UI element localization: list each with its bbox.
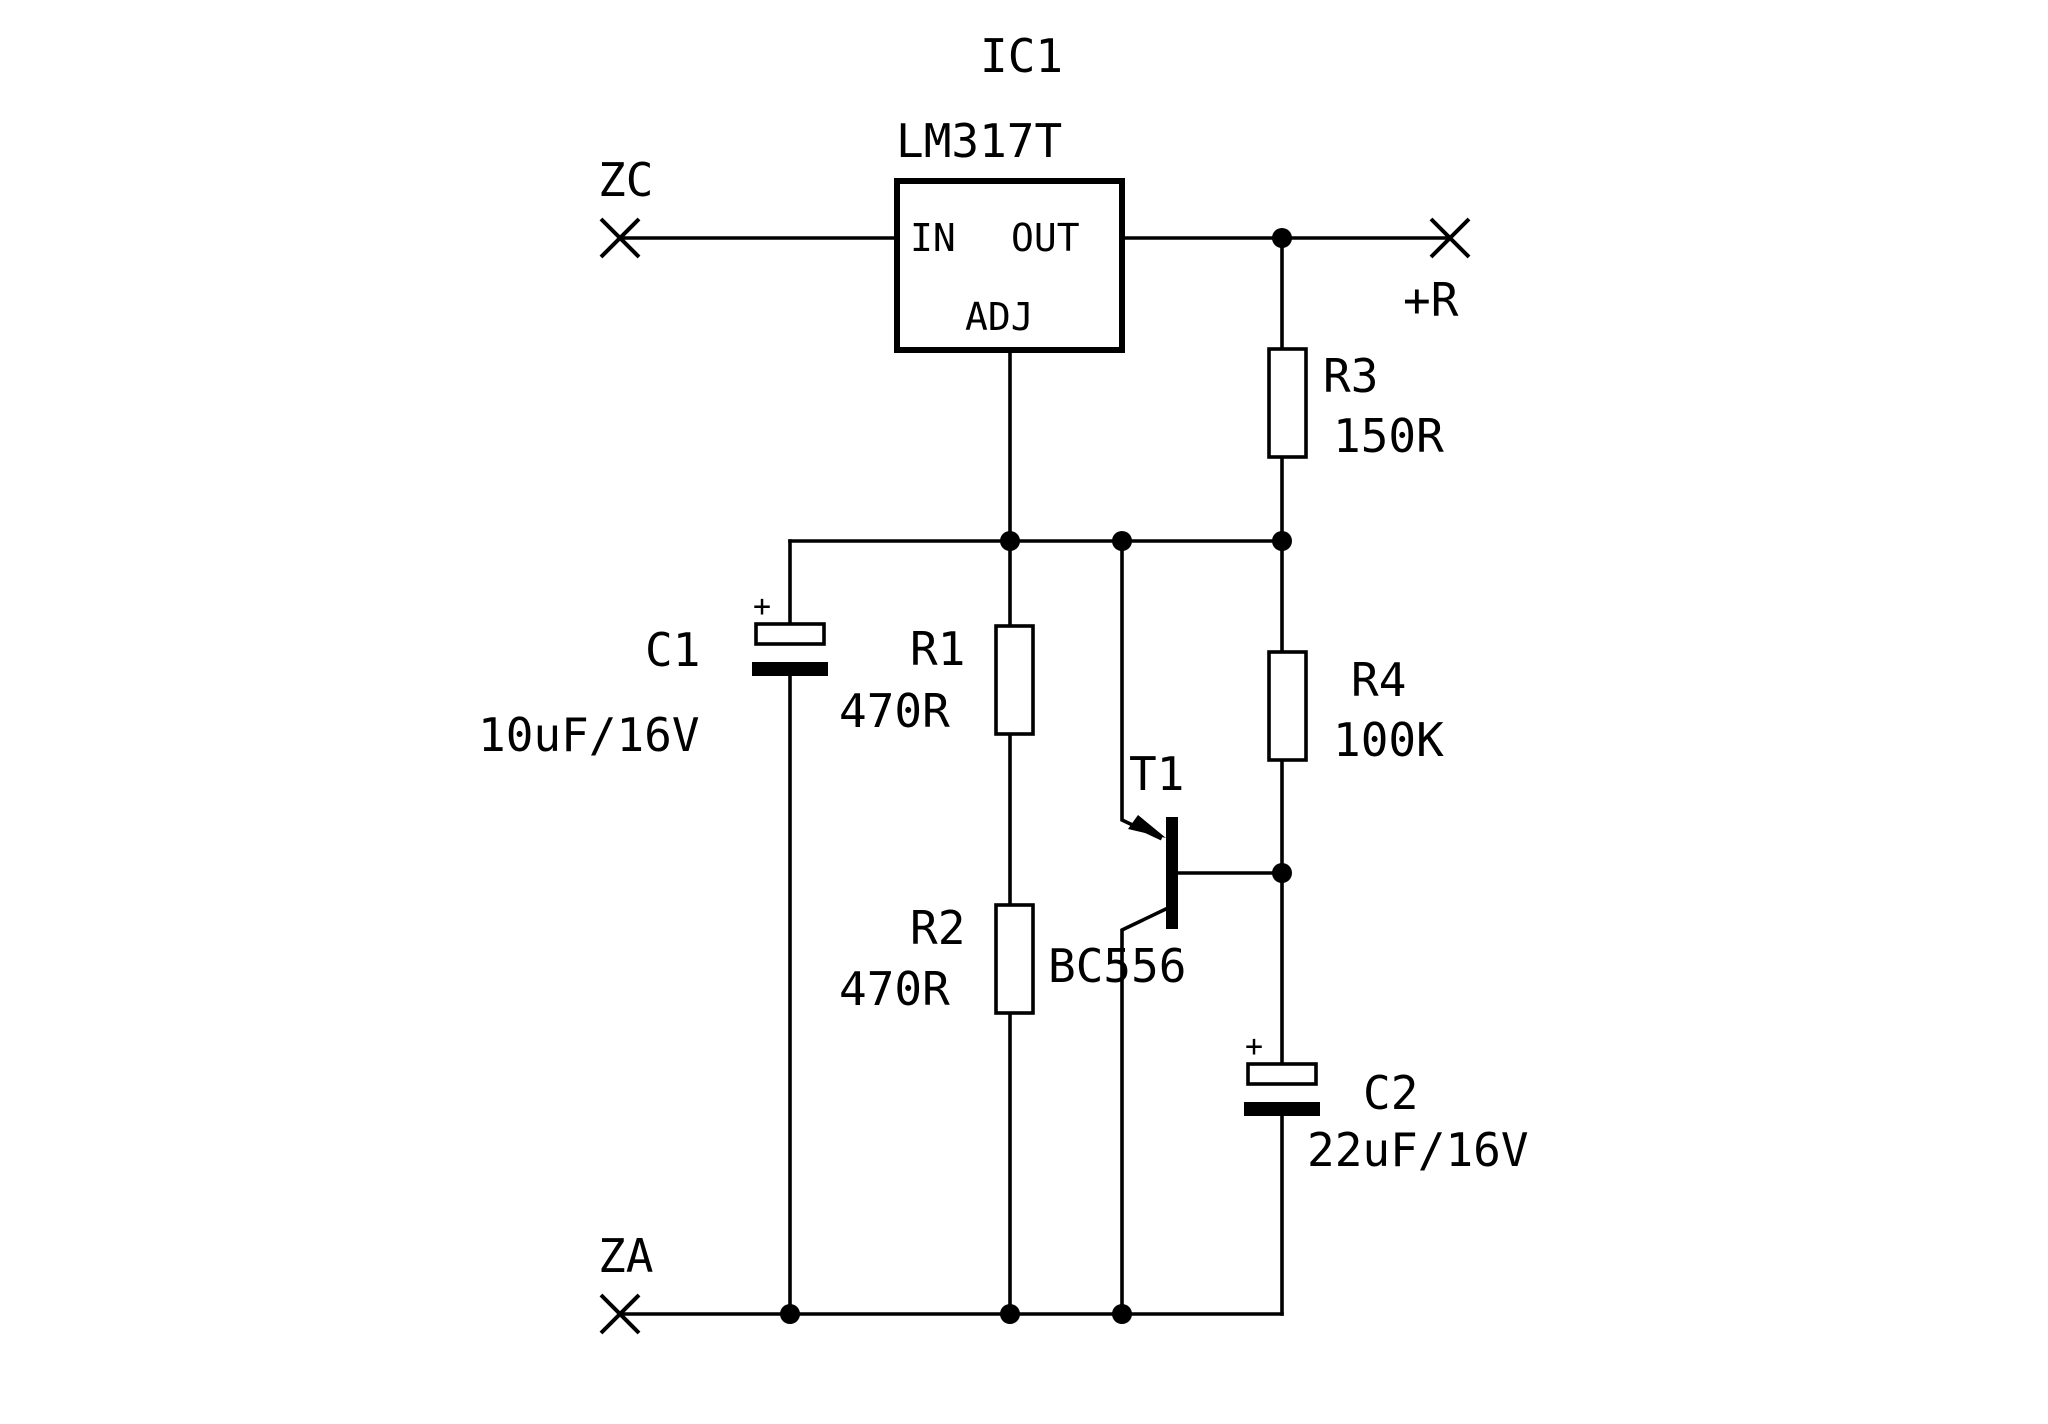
c2-positive-plate (1246, 1062, 1318, 1086)
terminal-zc-label: ZC (598, 153, 653, 207)
r3-ref: R3 (1323, 349, 1378, 403)
c2-polarity-mark: + (1245, 1029, 1263, 1064)
junction-dot (1112, 531, 1132, 551)
junction-dot (1000, 1304, 1020, 1324)
resistor-r2: R2 470R (839, 901, 1035, 1016)
terminal-za-label: ZA (598, 1229, 653, 1283)
terminal-plus-r: +R (1403, 217, 1471, 327)
r2-body (994, 903, 1035, 1015)
r4-ref: R4 (1351, 653, 1406, 707)
c1-value: 10uF/16V (478, 708, 700, 762)
r4-body (1267, 650, 1308, 762)
c1-negative-plate (752, 662, 828, 676)
r3-value: 150R (1333, 409, 1444, 463)
terminal-plus-r-cross-icon (1429, 217, 1471, 259)
wire-t1-collector (1120, 904, 1173, 1316)
wires (618, 236, 1452, 1316)
c1-ref: C1 (645, 623, 700, 677)
junctions (780, 228, 1292, 1324)
junction-dot (1272, 863, 1292, 883)
ic1-body (894, 178, 1125, 353)
resistor-r4: R4 100K (1267, 650, 1444, 767)
r2-value: 470R (839, 962, 950, 1016)
r1-ref: R1 (910, 622, 965, 676)
c1-positive-plate (754, 622, 826, 646)
r1-value: 470R (839, 684, 950, 738)
c2-negative-plate (1244, 1102, 1320, 1116)
terminal-za-cross-icon (599, 1293, 641, 1335)
c2-ref: C2 (1363, 1066, 1418, 1120)
ic1-pin-adj: ADJ (965, 295, 1034, 339)
junction-dot (1272, 228, 1292, 248)
r4-value: 100K (1333, 713, 1444, 767)
ic1-ref: IC1 (980, 29, 1063, 83)
junction-dot (1000, 531, 1020, 551)
terminal-zc-cross-icon (599, 217, 641, 259)
junction-dot (780, 1304, 800, 1324)
t1-part: BC556 (1048, 939, 1186, 993)
c1-polarity-mark: + (753, 589, 771, 624)
terminal-plus-r-label: +R (1403, 273, 1459, 327)
ic1-regulator: IC1 LM317T IN OUT ADJ (894, 29, 1125, 353)
terminal-za: ZA (598, 1229, 653, 1335)
t1-base-bar (1166, 817, 1178, 929)
r1-body (994, 624, 1035, 736)
junction-dot (1272, 531, 1292, 551)
r2-ref: R2 (910, 901, 965, 955)
ic1-pin-in: IN (910, 216, 956, 260)
resistor-r3: R3 150R (1267, 347, 1444, 463)
c2-value: 22uF/16V (1307, 1123, 1529, 1177)
capacitor-c1: + C1 10uF/16V (478, 589, 828, 762)
resistor-r1: R1 470R (839, 622, 1035, 738)
r3-body (1267, 347, 1308, 459)
ic1-pin-out: OUT (1011, 216, 1080, 260)
capacitor-c2: + C2 22uF/16V (1244, 1029, 1529, 1177)
ic1-part: LM317T (896, 114, 1062, 168)
terminal-zc: ZC (598, 153, 653, 259)
junction-dot (1112, 1304, 1132, 1324)
t1-ref: T1 (1129, 747, 1184, 801)
t1-emitter-arrow-icon (1128, 815, 1166, 838)
transistor-t1: T1 BC556 (1048, 747, 1186, 993)
